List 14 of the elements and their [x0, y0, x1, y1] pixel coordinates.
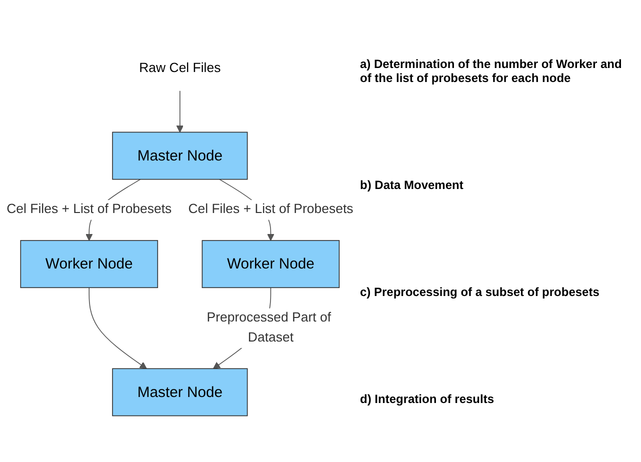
arrow — [88, 287, 147, 369]
node-box: Master Node — [112, 132, 248, 180]
node-box: Worker Node — [20, 240, 158, 288]
edge-label: Cel Files + List of Probesets — [6, 202, 172, 217]
step-note: a) Determination of the number of Worker and of the list of probesets for each node — [360, 56, 623, 84]
node-box: Worker Node — [202, 240, 340, 288]
node-box: Master Node — [112, 368, 248, 416]
step-note: d) Integration of results — [360, 392, 496, 406]
step-note: c) Preprocessing of a subset of probesets — [360, 284, 600, 298]
edge-label: Preprocessed Part of Dataset — [206, 310, 331, 345]
node-text: Raw Cel Files — [139, 61, 221, 76]
edge-label: Cel Files + List of Probesets — [188, 202, 354, 217]
step-note: b) Data Movement — [360, 178, 464, 192]
arrow — [176, 90, 184, 133]
